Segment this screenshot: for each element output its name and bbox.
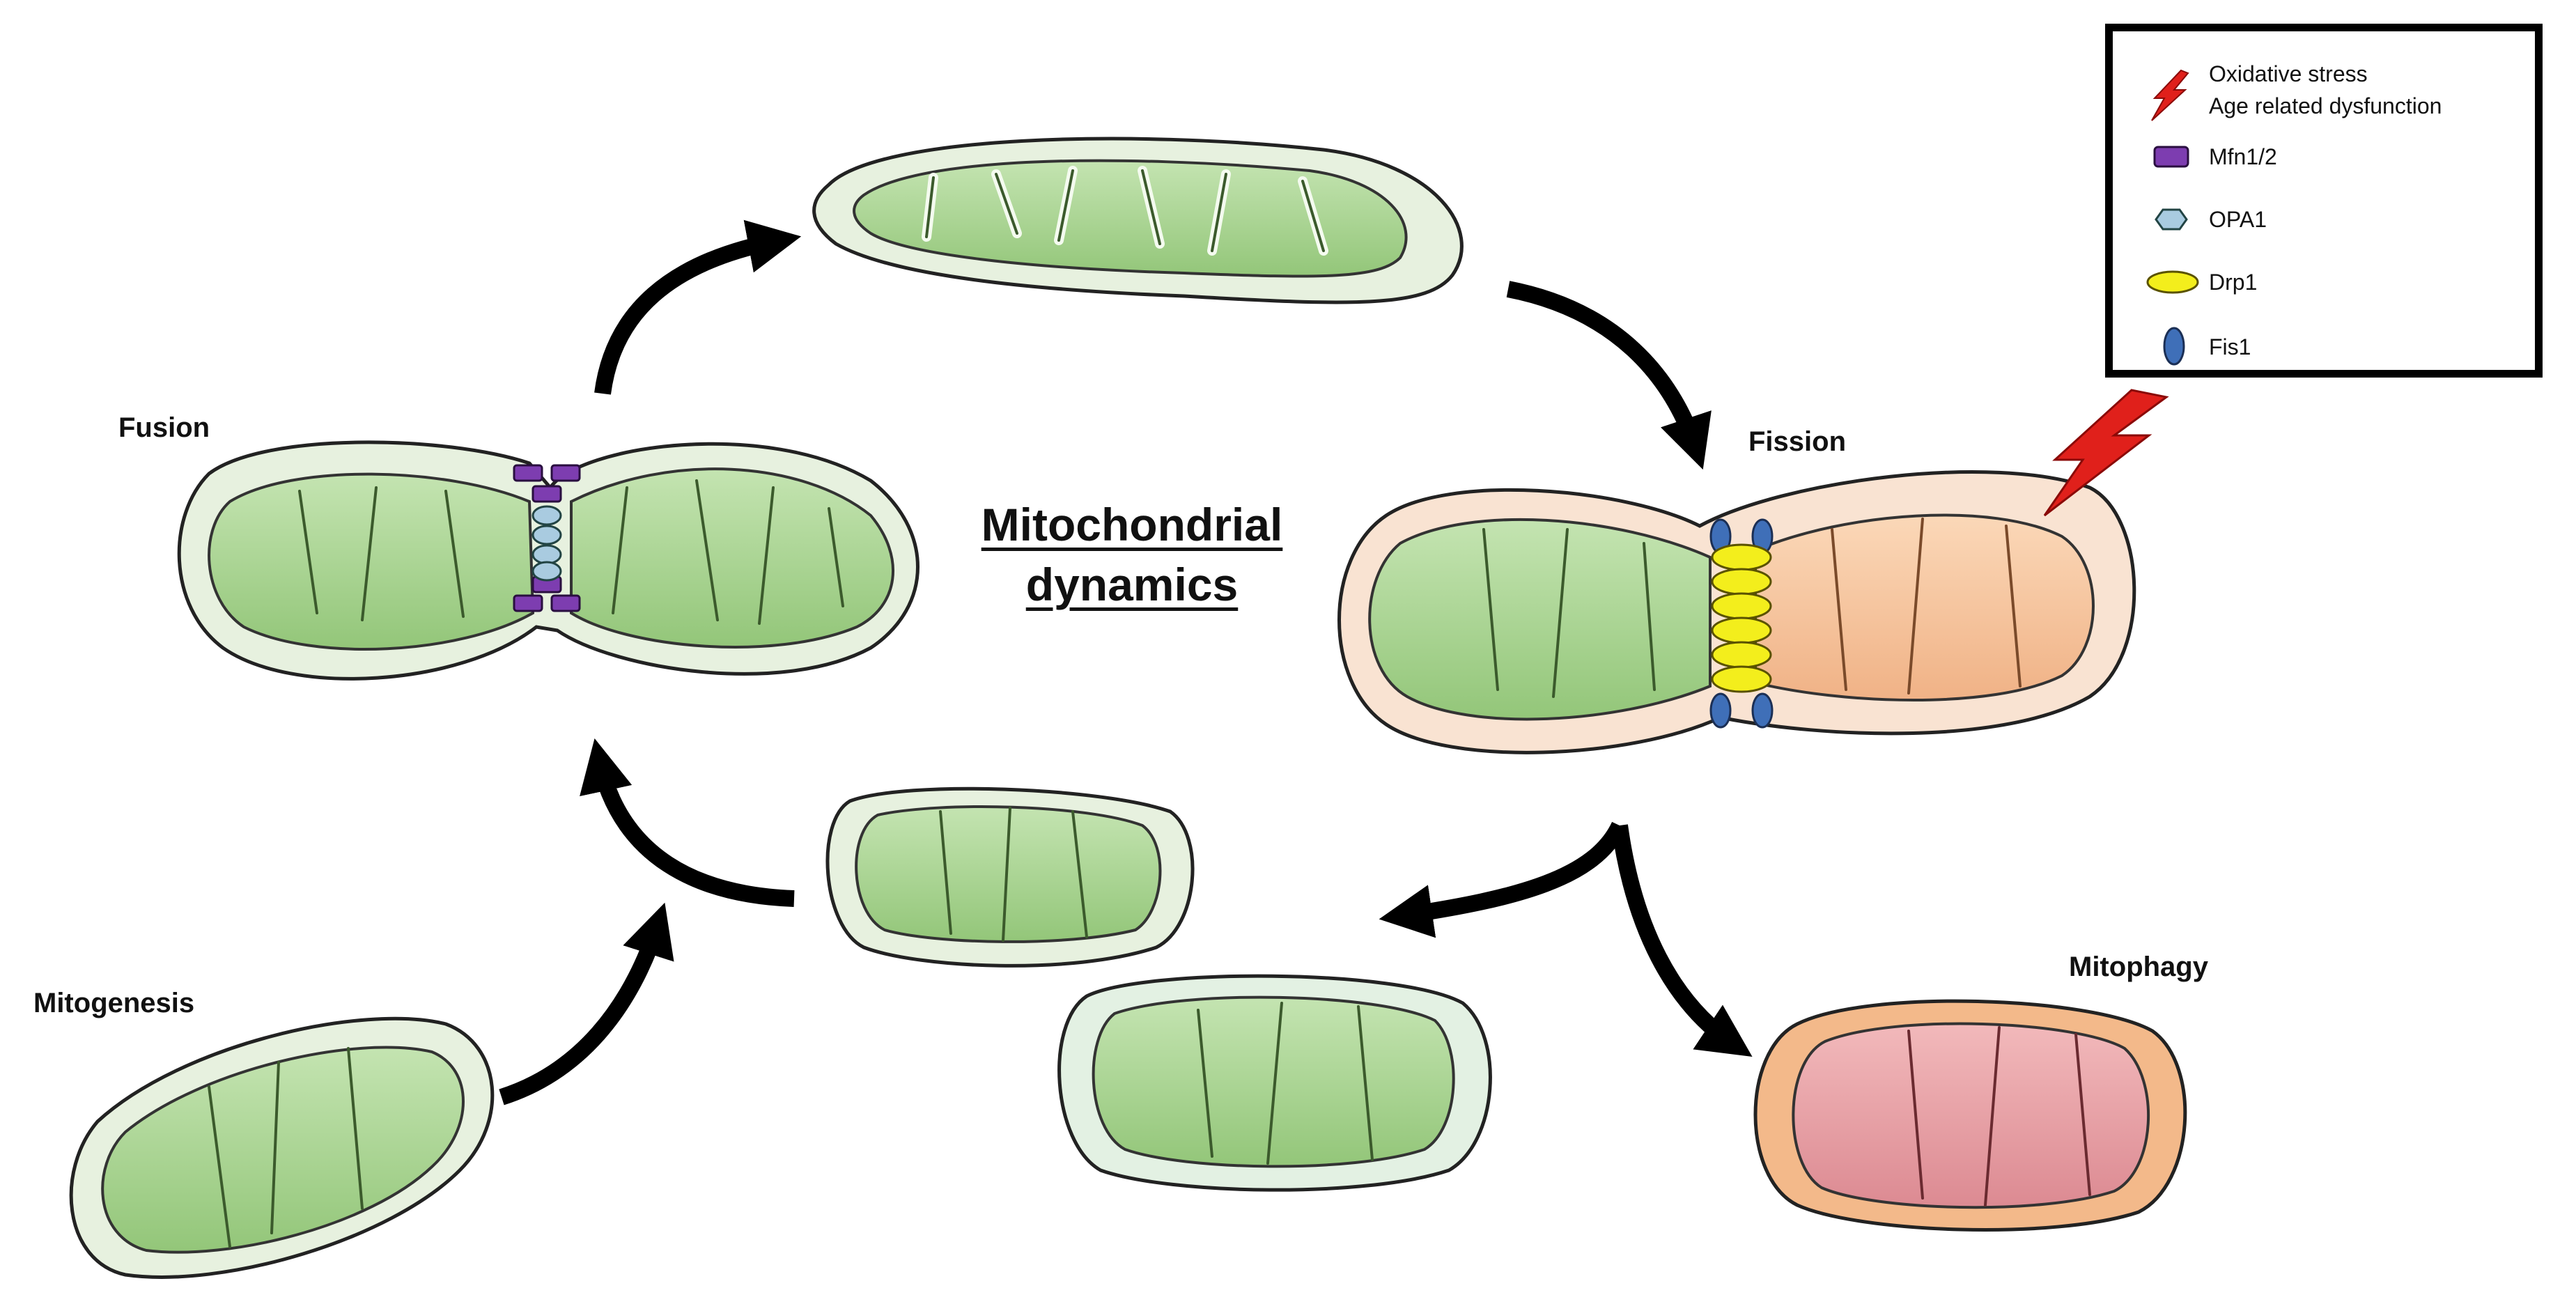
mitochondrion-mitogenesis bbox=[69, 1016, 495, 1279]
stage-label-mitophagy: Mitophagy bbox=[2069, 952, 2208, 982]
legend-opa1: OPA1 bbox=[2209, 207, 2267, 232]
opa1-icon bbox=[2155, 208, 2188, 231]
stage-label-fusion: Fusion bbox=[118, 412, 210, 443]
mfn-opa1-tethers bbox=[513, 464, 581, 612]
cycle-arrows bbox=[499, 219, 1753, 1106]
arrow-daughters-to-fusion bbox=[580, 738, 795, 907]
legend-fis1: Fis1 bbox=[2209, 334, 2251, 359]
mitochondrion-fissioning bbox=[1337, 389, 2169, 754]
legend-stress-line-2: Age related dysfunction bbox=[2209, 93, 2442, 118]
arrow-mitogenesis bbox=[499, 902, 674, 1106]
mitochondrion-elongated bbox=[812, 137, 1464, 304]
fis1-icon bbox=[2163, 327, 2185, 366]
mitochondrion-daughter-small bbox=[825, 786, 1195, 968]
legend-box: Oxidative stress Age related dysfunction… bbox=[2105, 24, 2543, 378]
mfn-icon bbox=[2153, 146, 2189, 168]
legend-stress-line-1: Oxidative stress bbox=[2209, 61, 2368, 86]
title-line-1: Mitochondrial bbox=[981, 499, 1283, 550]
stage-label-mitogenesis: Mitogenesis bbox=[33, 988, 195, 1018]
arrow-fission-to-daughter bbox=[1379, 821, 1627, 938]
legend-mfn: Mfn1/2 bbox=[2209, 144, 2277, 169]
mitochondrion-fusing-pair bbox=[177, 440, 920, 681]
lightning-icon bbox=[2151, 69, 2189, 121]
arrow-fusion-to-elongated bbox=[594, 219, 802, 395]
diagram-title: Mitochondrial dynamics bbox=[968, 495, 1296, 614]
title-line-2: dynamics bbox=[1025, 559, 1239, 610]
legend-drp1: Drp1 bbox=[2209, 270, 2258, 295]
mitochondrion-mitophagy bbox=[1753, 999, 2187, 1232]
arrow-fission-to-mitophagy bbox=[1611, 824, 1753, 1057]
drp1-icon bbox=[2146, 270, 2199, 294]
stage-label-fission: Fission bbox=[1748, 426, 1847, 457]
fis1-drp1-ring bbox=[1709, 518, 1774, 729]
arrow-elongated-to-fission bbox=[1506, 281, 1712, 470]
lightning-icon bbox=[2043, 389, 2169, 517]
mitochondrion-daughter-large bbox=[1057, 974, 1492, 1192]
